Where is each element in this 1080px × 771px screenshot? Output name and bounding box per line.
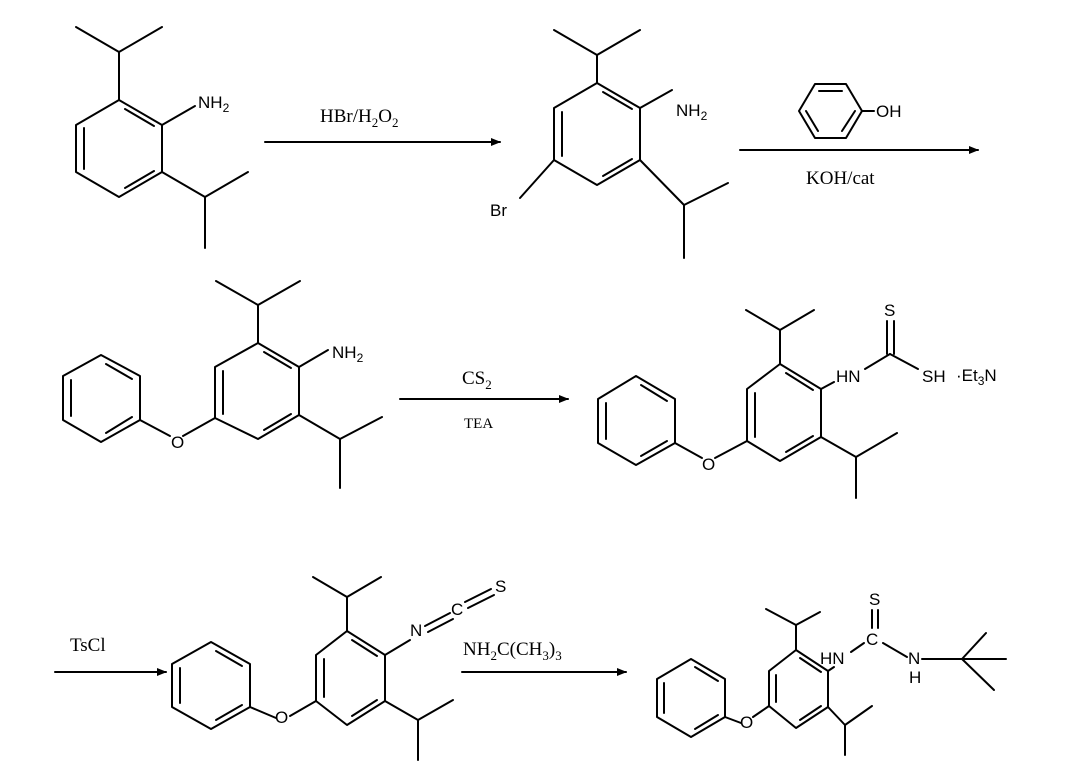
n-label: N	[908, 649, 920, 668]
molecule-phenoxy-aniline: O NH2	[62, 280, 383, 489]
reaction-arrow-5: NH2C(CH3)3	[461, 639, 627, 676]
reagent-tea: TEA	[464, 416, 493, 432]
et3n-label: ·Et3N	[956, 366, 997, 388]
reaction-arrow-3: CS2 TEA	[399, 368, 569, 432]
molecule-diisopropylaniline: NH2	[75, 26, 249, 249]
h-label: H	[909, 668, 921, 687]
s-label: S	[884, 301, 895, 320]
reaction-arrow-1: HBr/H2O2	[264, 106, 501, 146]
reaction-arrow-2: OH KOH/cat	[739, 83, 979, 189]
reagent-tert-butylamine: NH2C(CH3)3	[463, 639, 562, 663]
molecule-thiourea-product: O HN C S N H	[656, 590, 1007, 756]
c-label: C	[866, 630, 878, 649]
s-label: S	[869, 590, 880, 609]
oh-label: OH	[876, 102, 902, 121]
hn-label: HN	[820, 649, 845, 668]
reagent-tscl: TsCl	[70, 635, 106, 656]
o-label: O	[275, 708, 288, 727]
nh2-label: NH2	[332, 343, 364, 365]
n-label: N	[410, 621, 422, 640]
nh2-label: NH2	[198, 93, 230, 115]
c-label: C	[451, 600, 463, 619]
reaction-arrow-4: TsCl	[54, 635, 167, 676]
phenol-structure: OH	[798, 83, 902, 139]
hn-label: HN	[836, 367, 861, 386]
sh-label: SH	[922, 367, 946, 386]
nh2-label: NH2	[676, 101, 708, 123]
molecule-dithiocarbamate-salt: O HN S SH ·Et3N	[597, 301, 997, 499]
s-label: S	[495, 577, 506, 596]
o-label: O	[171, 433, 184, 452]
reagent-hbr-h2o2: HBr/H2O2	[320, 106, 398, 130]
br-label: Br	[490, 201, 507, 220]
molecule-bromo-aniline: NH2 Br	[490, 29, 729, 259]
reagent-cs2: CS2	[462, 368, 492, 392]
o-label: O	[740, 713, 753, 732]
o-label: O	[702, 455, 715, 474]
reagent-koh-cat: KOH/cat	[806, 168, 875, 189]
molecule-isothiocyanate: O N C S	[171, 576, 506, 761]
